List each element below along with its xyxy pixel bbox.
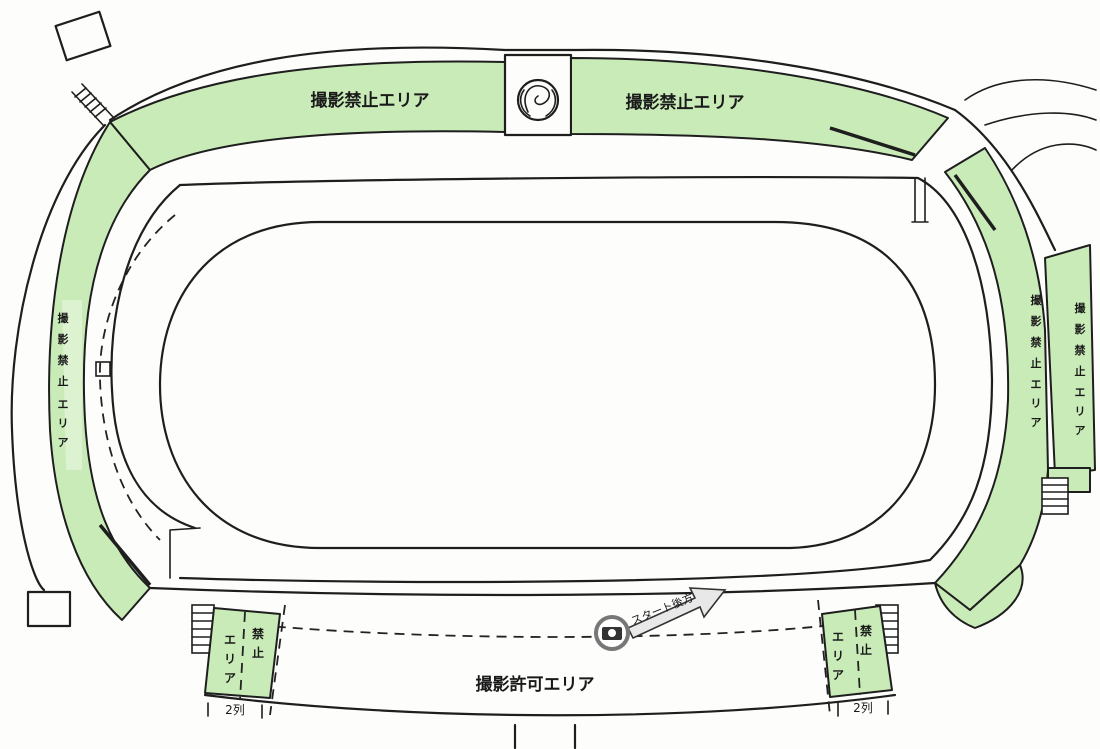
racecourse-emblem-icon (516, 78, 560, 122)
zone-label-top-right: 撮影禁止エリア (626, 92, 745, 113)
emblem-box (503, 53, 573, 137)
small-zone-char: 禁 (252, 626, 264, 641)
zone-label-right-inner: 撮 影 禁 止 エ リ ア (1031, 293, 1043, 429)
zone-label-right-outer: 撮 影 禁 止 エ リ ア (1075, 301, 1087, 437)
access-road-lower (1011, 143, 1097, 171)
zone-label-left-char: 禁 (58, 353, 69, 367)
divider-bottom-left-outer (269, 604, 286, 716)
zone-label-left-char: 撮 (58, 311, 70, 325)
outer-stand-shell (108, 46, 957, 122)
track-corner-bottom-left (169, 527, 201, 579)
small-zone-char: エ (832, 630, 844, 644)
stand-top-left (109, 60, 506, 171)
stand-top-right-mark (829, 126, 916, 157)
stairs-top-left-icon (71, 83, 115, 127)
outer-track-edge-left (110, 183, 197, 530)
zone-label-top-left: 撮影禁止エリア (311, 90, 430, 111)
small-zone-char: リ (832, 649, 844, 663)
zone-label-right-inner-char: ア (1031, 416, 1042, 429)
zone-label-right-outer-char: エ (1075, 386, 1086, 399)
small-zone-char: 禁 (860, 623, 872, 638)
zone-label-right-outer-char: リ (1075, 405, 1086, 418)
divider-bottom-right (854, 609, 861, 696)
zone-label-right-outer-char: 撮 (1075, 301, 1087, 315)
zone-label-right-outer-char: 禁 (1075, 343, 1086, 357)
stand-left-walkway (62, 300, 82, 470)
zone-label-right-outer-char: ア (1075, 424, 1086, 437)
zone-label-left-char: 止 (58, 374, 69, 388)
stand-right-mark (953, 173, 997, 232)
zone-label-left-char: 影 (58, 332, 69, 346)
zone-label-right-inner-char: エ (1031, 378, 1042, 391)
small-zone-char: 止 (252, 645, 264, 660)
inner-field-edge (158, 220, 937, 550)
zone-label-left-char: エ (58, 398, 69, 411)
zone-label-left: 撮 影 禁 止 エ リ ア (58, 311, 70, 449)
building-box-top-left (54, 10, 112, 62)
stand-left-curve (48, 121, 151, 621)
divider-bottom-left (239, 611, 246, 701)
zone-label-left-char: リ (58, 417, 69, 430)
apron-upper-edge (148, 581, 937, 597)
zone-label-right-inner-char: 止 (1031, 356, 1042, 370)
zone-label-right-inner-char: 影 (1031, 314, 1042, 328)
inner-track-dashed (99, 214, 176, 541)
row-note-left: 2列 (225, 703, 245, 717)
access-road-upper (964, 78, 1097, 101)
row-note-right-bracket (837, 700, 889, 717)
zone-label-right-outer-char: 止 (1075, 364, 1086, 378)
divider-bottom-right-outer (817, 599, 831, 716)
apron-lower-edge (203, 693, 897, 717)
small-zone-char: エ (224, 633, 236, 647)
camera-icon (594, 615, 630, 651)
finish-line-top (911, 177, 929, 223)
small-zone-char: ア (832, 668, 844, 682)
zone-label-bottom-right-small: エ リ ア 禁 止 (832, 623, 872, 682)
stand-left-mark (98, 523, 152, 587)
outer-boundary-left (10, 123, 107, 592)
zone-label-right-inner-char: 禁 (1031, 335, 1042, 349)
small-zone-char: ア (224, 671, 236, 685)
small-zone-char: 止 (860, 642, 872, 657)
access-road-mid (984, 112, 1097, 126)
start-arrow-icon (626, 587, 727, 640)
zone-label-right-inner-char: 撮 (1031, 293, 1043, 307)
small-zone-char: リ (224, 652, 236, 666)
track-marker-left (95, 361, 111, 377)
zone-label-bottom-left-small: エ リ ア 禁 止 (224, 626, 264, 685)
zone-label-right-outer-char: 影 (1075, 322, 1086, 336)
zone-label-left-char: ア (58, 436, 69, 449)
outer-stand-shell-right (953, 108, 1057, 252)
stairs-right-icon (1041, 477, 1069, 515)
row-note-right: 2列 (853, 701, 873, 715)
building-box-bottom-left (26, 590, 72, 628)
stand-bottom-right-curve (934, 564, 1024, 629)
outer-track-edge (178, 175, 994, 584)
zone-label-right-inner-char: リ (1031, 397, 1042, 410)
stand-right-outer (1044, 244, 1096, 476)
zone-label-bottom-main: 撮影許可エリア (476, 674, 595, 695)
apron-dashed-line (224, 621, 861, 638)
row-note-left-bracket (207, 702, 263, 719)
